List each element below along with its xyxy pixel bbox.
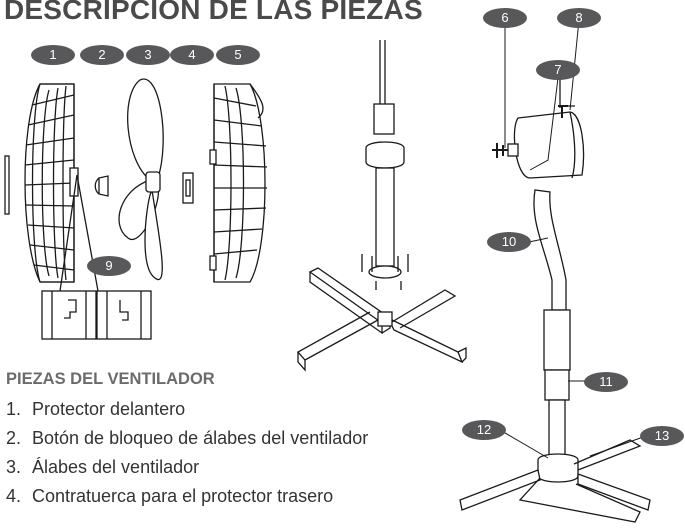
list-item-label: Botón de bloqueo de álabes del ventilado… bbox=[32, 428, 369, 448]
callout-3: 3 bbox=[126, 45, 170, 65]
callout-9: 9 bbox=[87, 256, 131, 276]
pole-base-illustration bbox=[296, 40, 467, 372]
lock-nut-illustration bbox=[182, 172, 194, 204]
callout-5: 5 bbox=[216, 45, 260, 65]
parts-list: 1. Protector delantero 2. Botón de bloqueo… bbox=[6, 397, 368, 513]
front-guard-illustration bbox=[4, 83, 79, 283]
callout-8: 8 bbox=[557, 8, 601, 28]
rear-guard-illustration bbox=[209, 83, 268, 283]
callout-1: 1 bbox=[31, 45, 75, 65]
page-title: DESCRIPCIÓN DE LAS PIEZAS bbox=[4, 0, 423, 25]
list-item-label: Álabes del ventilador bbox=[32, 457, 200, 477]
callout-11: 11 bbox=[584, 372, 628, 392]
list-item-number: 2. bbox=[6, 428, 22, 448]
list-item: 1. Protector delantero bbox=[6, 397, 368, 426]
callout-6: 6 bbox=[483, 8, 527, 28]
detail-insets-illustration bbox=[41, 174, 152, 340]
list-item-number: 4. bbox=[6, 486, 22, 506]
callout-4: 4 bbox=[170, 45, 214, 65]
callout-13: 13 bbox=[640, 426, 684, 446]
list-item: 2. Botón de bloqueo de álabes del ventila… bbox=[6, 426, 368, 455]
callout-10: 10 bbox=[487, 232, 531, 252]
callout-7: 7 bbox=[536, 60, 580, 80]
fan-stand-illustration bbox=[459, 70, 651, 523]
fan-blades-illustration bbox=[118, 78, 164, 281]
list-item-number: 3. bbox=[6, 457, 22, 477]
callout-2: 2 bbox=[80, 45, 124, 65]
list-item: 4. Contratuerca para el protector trasero bbox=[6, 484, 368, 513]
blade-lock-button-illustration bbox=[94, 175, 109, 197]
list-item-label: Contratuerca para el protector trasero bbox=[32, 486, 334, 506]
callout-12: 12 bbox=[462, 420, 506, 440]
list-item-label: Protector delantero bbox=[32, 399, 186, 419]
list-item-number: 1. bbox=[6, 399, 22, 419]
parts-section-heading: PIEZAS DEL VENTILADOR bbox=[6, 370, 215, 388]
list-item: 3. Álabes del ventilador bbox=[6, 455, 368, 484]
